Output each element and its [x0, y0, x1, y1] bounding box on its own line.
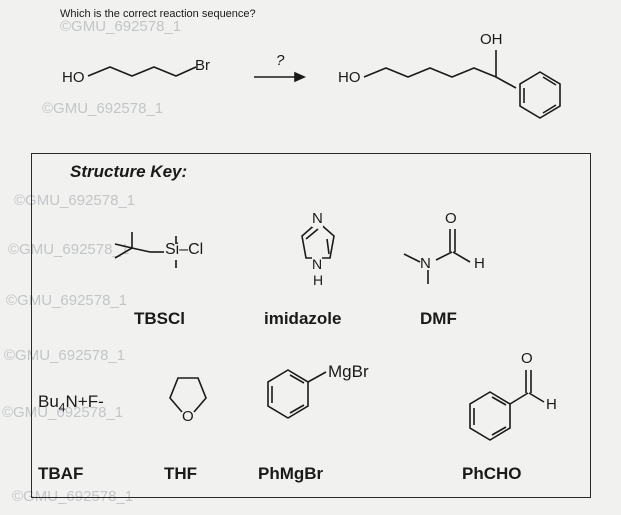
phcho-o-label: O [521, 350, 533, 367]
imidazole-name: imidazole [264, 309, 342, 328]
watermark: ©GMU_692578_1 [4, 347, 126, 364]
watermark: ©GMU_692578_1 [2, 404, 124, 421]
tbaf-formula-suffix: N+F- [65, 392, 104, 411]
product-ho-label: HO [338, 69, 361, 86]
imidazole-nh-h-label: H [313, 272, 324, 288]
reactant-chain [87, 66, 197, 77]
tbaf-name: TBAF [38, 464, 84, 483]
watermark: ©GMU_692578_1 [14, 192, 136, 209]
dmf-h-label: H [474, 255, 485, 272]
thf-o-label: O [182, 408, 194, 425]
product-oh-label: OH [480, 31, 503, 48]
phmgbr-mgbr-label: MgBr [328, 362, 369, 381]
reactant-ho-label: HO [62, 69, 85, 86]
reaction-arrow [254, 71, 306, 83]
tbscl-name: TBSCl [134, 309, 185, 328]
dmf-n-label: N [420, 255, 431, 272]
arrow-label: ? [276, 52, 285, 69]
phmgbr-name: PhMgBr [258, 464, 324, 483]
phcho-h-label: H [546, 396, 557, 413]
imidazole-nh-n-label: N [312, 256, 323, 272]
watermark: ©GMU_692578_1 [6, 292, 128, 309]
watermark: ©GMU_692578_1 [12, 488, 134, 505]
dmf-name: DMF [420, 309, 457, 328]
tbaf-formula-sub: 4 [58, 400, 66, 415]
watermark: ©GMU_692578_1 [42, 100, 164, 117]
imidazole-n-label: N [312, 210, 323, 227]
phcho-name: PhCHO [462, 464, 522, 483]
tbaf-formula: Bu4N+F- [38, 392, 104, 414]
thf-name: THF [164, 464, 198, 483]
reactant-br-label: Br [195, 57, 210, 74]
watermark: ©GMU_692578_1 [8, 241, 130, 258]
structure-key-box [31, 153, 591, 498]
structure-key-title: Structure Key: [70, 162, 188, 181]
tbaf-formula-prefix: Bu [38, 392, 59, 411]
tbscl-si-cl-label: Si–Cl [165, 241, 204, 258]
question-text: Which is the correct reaction sequence? [60, 8, 256, 20]
watermark: ©GMU_692578_1 [60, 18, 182, 35]
dmf-o-label: O [445, 210, 457, 227]
product-structure [363, 50, 561, 119]
